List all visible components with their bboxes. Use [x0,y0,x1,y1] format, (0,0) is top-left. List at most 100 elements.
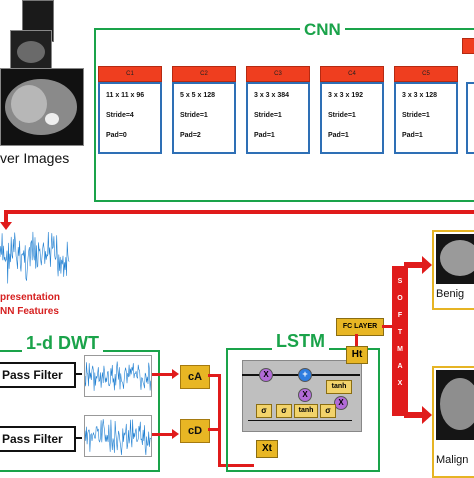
connector-ca-right [208,374,220,377]
arrow-to-ca [152,373,174,376]
cnn-layer-kernel: 3 x 3 x 384 [254,92,290,99]
cnn-layer-box-c4: 3 x 3 x 192 Stride=1 Pad=1 [320,82,384,154]
coefficient-cd: cD [180,419,210,443]
flow-arrow-horizontal [4,210,474,214]
cnn-layer-pad: Pad=0 [106,132,127,139]
input-caption: ver Images [0,150,70,166]
coefficient-ca: cA [180,365,210,389]
cnn-layer-box-c2: 5 x 5 x 128 Stride=1 Pad=2 [172,82,236,154]
dwt-title: 1-d DWT [22,333,103,354]
cnn-layer-kernel: 3 x 3 x 192 [328,92,364,99]
lstm-add-symbol: + [302,369,308,379]
arrow-filter-to-wave-top [74,373,82,375]
signal-trace [85,419,151,456]
high-pass-filter-label: Pass Filter [2,432,63,446]
lstm-hidden-label: Ht [351,349,363,360]
arrow-filter-to-wave-bottom [74,437,82,439]
cnn-layer-stride: Stride=1 [402,112,430,119]
lstm-mult-symbol: X [263,370,269,379]
cnn-layer-kernel: 5 x 5 x 128 [180,92,216,99]
softmax-letter: M [397,346,403,353]
lstm-forget-mult-icon: X [259,368,273,382]
connector-vertical [218,374,221,466]
cnn-layer-stride: Stride=1 [328,112,356,119]
cnn-layer-box-c1: 11 x 11 x 96 Stride=4 Pad=0 [98,82,162,154]
lstm-candidate-gate: tanh [294,404,318,418]
cnn-layer-head-c3: C3 [246,66,310,82]
arrow-to-malignant [404,412,424,418]
softmax-letters: S O F T M A X [392,278,408,398]
lstm-input-label: Xt [262,443,272,454]
cnn-layer-head-c2: C2 [172,66,236,82]
lstm-input-gate: σ [276,404,292,418]
softmax-bar [392,266,408,416]
lstm-forget-gate: σ [256,404,272,418]
output-benign-frame [432,230,474,310]
lstm-mult-symbol: X [302,390,308,399]
feature-label-line1: presentation [0,292,61,303]
high-pass-filter: Pass Filter [0,426,76,452]
softmax-letter: T [397,329,403,336]
cnn-layer-pad: Pad=1 [402,132,423,139]
cnn-layer-head-c4: C4 [320,66,384,82]
lstm-mult-symbol: X [338,398,344,407]
softmax-letter: A [397,363,403,370]
approximation-signal-plot [84,355,152,397]
cnn-layer-stride: Stride=1 [180,112,208,119]
arrow-fc-to-softmax [382,325,392,328]
arrow-ht-to-fc [355,334,358,346]
feature-label-line2: NN Features [0,306,59,317]
low-pass-filter: Pass Filter [0,362,76,388]
lstm-input-xt: Xt [256,440,278,458]
signal-trace [0,231,70,284]
feature-signal-plot [0,231,70,284]
softmax-letter: X [397,380,403,387]
signal-trace [85,361,151,391]
ct-image-stack [0,0,84,146]
arrow-to-cd [152,433,174,436]
lstm-output-mult-icon: X [334,396,348,410]
flow-arrowhead-down-icon [0,222,12,230]
cnn-layer-head-c1: C1 [98,66,162,82]
detail-signal-plot [84,415,152,457]
cnn-layer-stride: Stride=4 [106,112,134,119]
output-malignant-label: Malign [436,454,469,466]
cnn-layer-head-c5: C5 [394,66,458,82]
softmax-letter: F [397,312,403,319]
arrow-to-cd-head-icon [172,429,179,439]
fc-layer: FC LAYER [336,318,384,336]
arrow-to-ca-head-icon [172,369,179,379]
cnn-layer-pad: Pad=1 [328,132,349,139]
flow-arrow-vertical [4,210,8,224]
cnn-layer-pad: Pad=2 [180,132,201,139]
connector-cd-right [208,428,220,431]
cnn-container [94,28,474,202]
lstm-gate-input-line [248,420,352,421]
malignant-ct-image [436,370,474,440]
cnn-title: CNN [300,20,345,40]
arrow-to-benign [404,262,424,268]
arrow-to-malignant-head-icon [422,406,432,424]
cnn-layer-kernel: 11 x 11 x 96 [106,92,145,99]
ct-image-front [0,68,84,146]
cnn-next-layer-head [462,38,474,54]
softmax-letter: O [397,295,403,302]
lstm-title: LSTM [272,331,329,352]
lstm-input-mult-icon: X [298,388,312,402]
lstm-hidden-ht: Ht [346,346,368,364]
cnn-layer-pad: Pad=1 [254,132,275,139]
connector-to-xt [218,464,254,467]
low-pass-filter-label: Pass Filter [2,368,63,382]
softmax-letter: S [397,278,403,285]
lstm-tanh-output: tanh [326,380,352,394]
cnn-layer-kernel: 3 x 3 x 128 [402,92,438,99]
lstm-add-icon: + [298,368,312,382]
arrow-to-benign-head-icon [422,256,432,274]
cnn-layer-box-c3: 3 x 3 x 384 Stride=1 Pad=1 [246,82,310,154]
cnn-layer-stride: Stride=1 [254,112,282,119]
benign-ct-image [436,234,474,284]
output-benign-label: Benig [436,288,465,300]
lstm-output-gate: σ [320,404,336,418]
output-malignant-frame [432,366,474,478]
cnn-layer-box-c5: 3 x 3 x 128 Stride=1 Pad=1 [394,82,458,154]
